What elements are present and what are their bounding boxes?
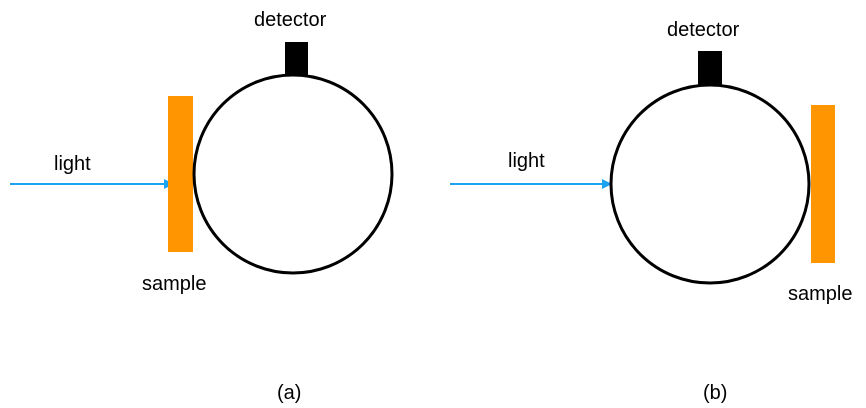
light-label: light xyxy=(54,153,91,175)
sample-label: sample xyxy=(788,283,852,305)
detector-block xyxy=(698,51,722,85)
panel-a: light sample detector (a) xyxy=(10,9,394,404)
integrating-sphere xyxy=(192,73,394,275)
sample-label: sample xyxy=(142,273,206,295)
detector-label: detector xyxy=(254,9,327,31)
detector-label: detector xyxy=(667,19,740,41)
detector-block xyxy=(285,42,308,76)
panel-caption: (a) xyxy=(277,382,301,404)
sample-plate xyxy=(168,96,193,252)
panel-caption: (b) xyxy=(703,382,727,404)
panel-b: light sample detector (b) xyxy=(450,19,852,404)
integrating-sphere xyxy=(609,83,811,285)
light-label: light xyxy=(508,150,545,172)
sample-plate xyxy=(811,105,835,263)
